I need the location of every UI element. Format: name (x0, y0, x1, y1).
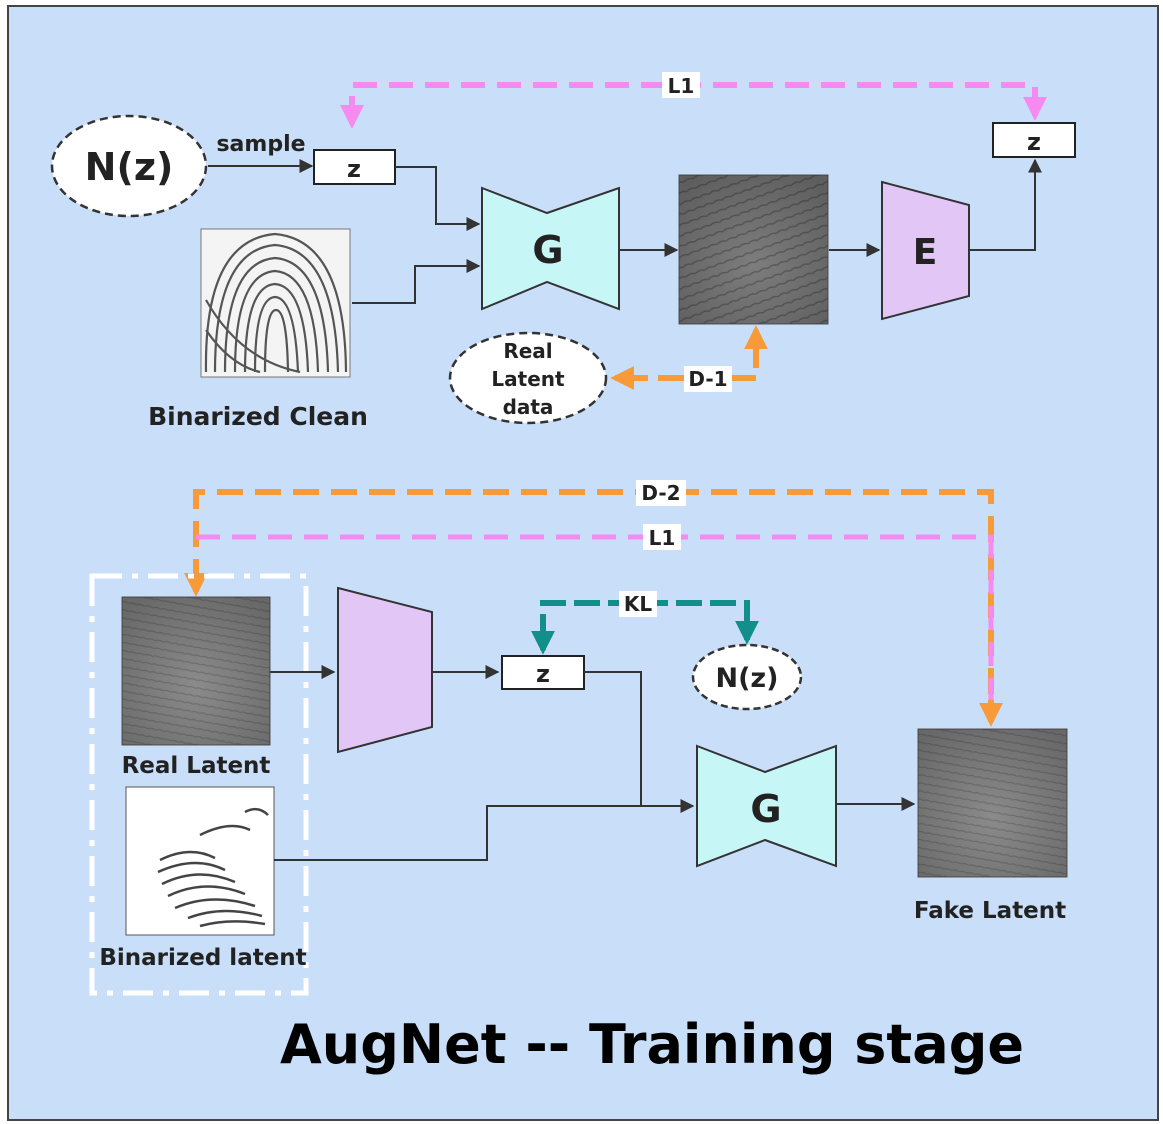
encoder-block: E (881, 180, 970, 321)
kl-label: KL (624, 592, 652, 616)
binarized-clean-image (200, 228, 351, 378)
top-generated-latent-image (678, 174, 829, 325)
encoder-to-z-arrow (969, 158, 1042, 251)
clean-to-generator-arrow (352, 259, 481, 304)
top-z-output-label: z (1027, 128, 1041, 156)
input-group-box (89, 573, 309, 996)
bottom-noise-distribution: N(z) (691, 643, 803, 711)
bottom-z-label: z (536, 660, 550, 688)
binarized-latent-image (125, 786, 275, 936)
bottom-generator-block: G (696, 744, 837, 868)
real-latent-image (121, 596, 271, 746)
top-generator-label: G (532, 228, 563, 272)
bottom-encoder-block (337, 586, 433, 754)
bottom-generator-label: G (750, 787, 781, 831)
top-generator-block: G (481, 186, 620, 311)
binarized-latent-to-generator-line (274, 805, 641, 861)
real-latent-caption: Real Latent (122, 753, 271, 779)
sample-label: sample (216, 132, 305, 157)
real-latent-data-line3: data (503, 395, 554, 419)
top-z-input-box: z (313, 149, 396, 185)
d1-discriminator-link: D-1 (610, 325, 768, 392)
top-noise-distribution: N(z) (50, 114, 208, 218)
fake-latent-caption: Fake Latent (914, 898, 1066, 924)
real-latent-data-node: Real Latent data (448, 331, 608, 425)
z-to-generator-arrow-bottom (584, 671, 695, 813)
kl-divergence-link: KL (531, 591, 759, 655)
top-z-output-box: z (992, 122, 1076, 158)
top-z-input-label: z (347, 155, 361, 183)
binarized-clean-caption: Binarized Clean (148, 402, 368, 431)
top-l1-label: L1 (668, 74, 695, 98)
encoder-label: E (913, 232, 938, 273)
binarized-latent-caption: Binarized latent (99, 945, 306, 971)
real-latent-data-line1: Real (503, 339, 552, 363)
z-to-generator-arrow (395, 166, 481, 231)
bottom-z-box: z (501, 655, 585, 690)
top-noise-label: N(z) (85, 145, 174, 189)
real-latent-data-line2: Latent (491, 367, 565, 391)
d1-label: D-1 (688, 367, 727, 391)
bottom-noise-label: N(z) (716, 663, 779, 694)
d2-label: D-2 (641, 481, 680, 505)
fake-latent-image (917, 728, 1068, 878)
diagram-title: AugNet -- Training stage (280, 1013, 1024, 1076)
top-l1-loop: L1 (340, 72, 1047, 129)
bottom-l1-loop: L1 (196, 524, 994, 700)
bottom-l1-label: L1 (649, 526, 676, 550)
